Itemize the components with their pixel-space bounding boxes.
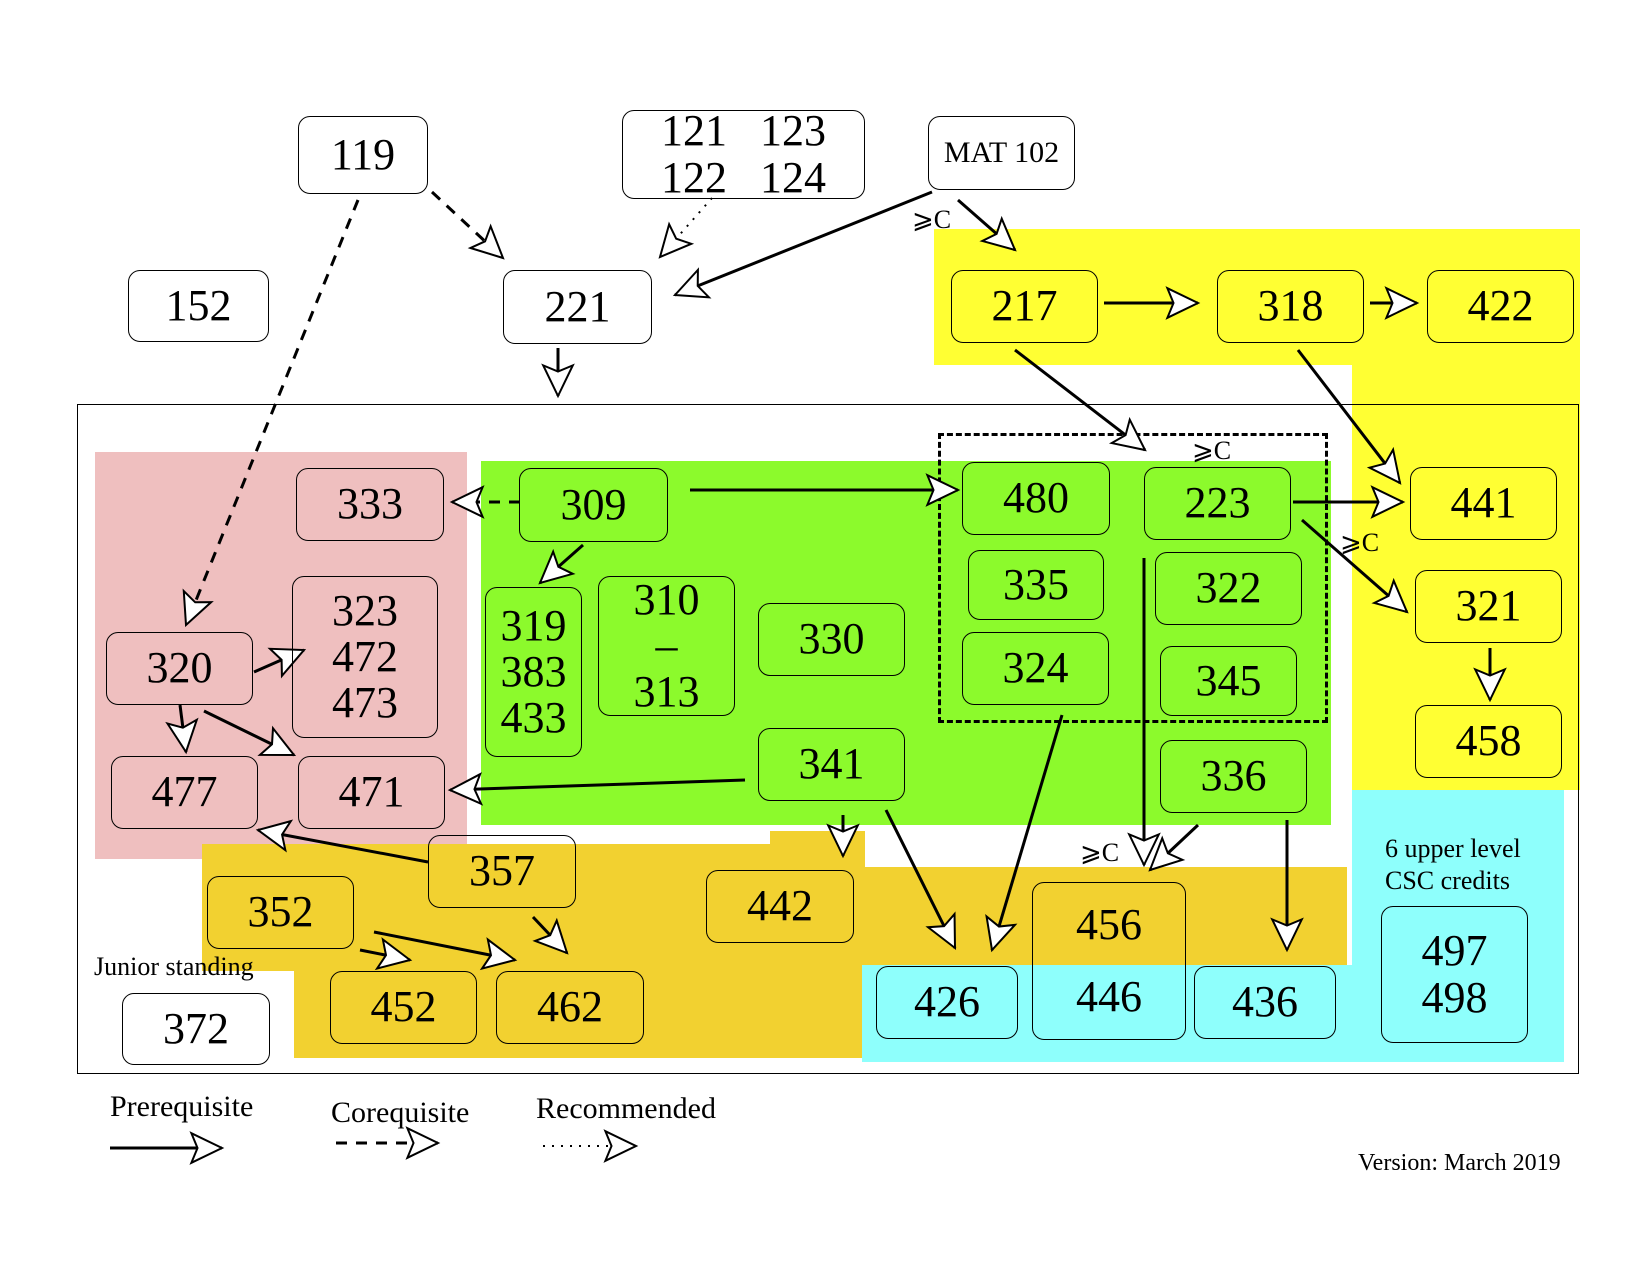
edge-352-452-head [374, 937, 413, 971]
course-320[interactable]: 320 [106, 632, 253, 705]
junior-standing-label: Junior standing [94, 952, 254, 981]
grade-c-label-456: ⩾C [1080, 838, 1120, 867]
edge-341-426-head [925, 911, 957, 951]
edge-119-320-head [182, 588, 214, 628]
edge-320-471-head [257, 725, 297, 757]
edge-320-323-head [267, 647, 307, 679]
edge-mat102-217-head [979, 215, 1017, 252]
course-471[interactable]: 471 [298, 756, 445, 829]
edge-318-422-head [1384, 286, 1420, 320]
course-341[interactable]: 341 [758, 728, 905, 801]
edge-352-462-head [479, 937, 518, 971]
edge-321-458-head [1473, 667, 1507, 703]
course-mat102[interactable]: MAT 102 [928, 116, 1075, 190]
edge-121-221-head [658, 221, 695, 259]
course-309[interactable]: 309 [519, 468, 668, 542]
edge-324-426-line [990, 714, 1064, 951]
edge-357-477-line [257, 828, 429, 864]
applications-region-b [294, 960, 864, 1058]
edge-119-221-head [467, 223, 505, 260]
course-310-313[interactable]: 310–313 [598, 576, 735, 716]
edge-119-320-line [184, 199, 360, 626]
course-436[interactable]: 436 [1194, 966, 1336, 1039]
edge-341-471-line [449, 778, 746, 792]
upper-level-label-line1: 6 upper level [1385, 834, 1521, 863]
grade-c-label-223: ⩾C [1192, 436, 1232, 465]
edge-318-441-head [1366, 446, 1402, 485]
edge-223-321-head [1371, 577, 1409, 614]
legend-prerequisite-arrow-head [189, 1131, 225, 1165]
legend-corequisite: Corequisite [331, 1096, 470, 1129]
edge-309-319-head [538, 548, 576, 585]
edge-324-426-head [985, 914, 1018, 953]
edge-217-318-head [1165, 286, 1201, 320]
edge-318-441-line [1296, 349, 1402, 484]
edge-217-223-line [1014, 348, 1146, 452]
edge-320-477-head [165, 717, 199, 755]
edge-357-462-head [532, 917, 569, 955]
edge-223-441-head [1370, 485, 1406, 519]
course-372[interactable]: 372 [122, 993, 270, 1065]
course-152[interactable]: 152 [128, 270, 269, 342]
edge-357-477-head [255, 819, 294, 853]
course-321[interactable]: 321 [1415, 570, 1562, 643]
course-221[interactable]: 221 [503, 270, 652, 344]
edge-341-426-line [884, 809, 957, 949]
edge-309-333-head [449, 485, 485, 519]
course-442[interactable]: 442 [706, 870, 854, 943]
course-223[interactable]: 223 [1144, 467, 1291, 540]
course-422[interactable]: 422 [1427, 270, 1574, 343]
edge-341-442-head [826, 823, 860, 859]
course-324[interactable]: 324 [962, 632, 1109, 705]
course-357[interactable]: 357 [428, 835, 576, 908]
edge-336-456-head [1148, 835, 1186, 872]
course-345[interactable]: 345 [1160, 646, 1297, 716]
course-477[interactable]: 477 [111, 756, 258, 829]
course-352[interactable]: 352 [207, 876, 354, 949]
course-441[interactable]: 441 [1410, 467, 1557, 540]
course-322[interactable]: 322 [1155, 552, 1302, 625]
course-217[interactable]: 217 [951, 270, 1098, 343]
course-462[interactable]: 462 [496, 971, 644, 1044]
edge-217-223-head [1108, 416, 1147, 452]
upper-level-label-line2: CSC credits [1385, 866, 1510, 895]
course-458[interactable]: 458 [1415, 705, 1562, 778]
edge-336-436-head [1270, 917, 1304, 953]
electives-region-bottom [862, 965, 1362, 1062]
course-318[interactable]: 318 [1217, 270, 1364, 343]
course-333[interactable]: 333 [296, 468, 444, 541]
upper-level-boundary [77, 404, 1579, 1074]
course-335[interactable]: 335 [968, 550, 1104, 620]
applications-region-d [862, 867, 1347, 967]
legend-recommended-arrow-head [603, 1129, 639, 1163]
course-480[interactable]: 480 [962, 462, 1110, 535]
core-region [481, 461, 1331, 825]
edge-341-471-head [447, 772, 484, 806]
electives-region-right [1352, 790, 1564, 1062]
edge-223-456-head [1127, 832, 1161, 868]
legend-prerequisite: Prerequisite [110, 1090, 254, 1123]
edge-309-480-head [925, 473, 961, 507]
version-label: Version: March 2019 [1358, 1150, 1561, 1176]
edge-mat102-221-head [672, 267, 712, 299]
edge-mat102-221-line [674, 190, 933, 297]
course-330[interactable]: 330 [758, 603, 905, 676]
systems-region-right [1352, 365, 1580, 790]
course-426[interactable]: 426 [876, 966, 1018, 1039]
course-452[interactable]: 452 [330, 971, 477, 1044]
course-119[interactable]: 119 [298, 116, 428, 194]
edge-221-upper-head [541, 363, 575, 399]
legend-corequisite-arrow-head [405, 1126, 441, 1160]
course-336[interactable]: 336 [1160, 740, 1307, 813]
grade-c-label-mat102: ⩾C [912, 205, 952, 234]
legend-recommended: Recommended [536, 1092, 716, 1125]
grade-c-label-321: ⩾C [1340, 528, 1380, 557]
